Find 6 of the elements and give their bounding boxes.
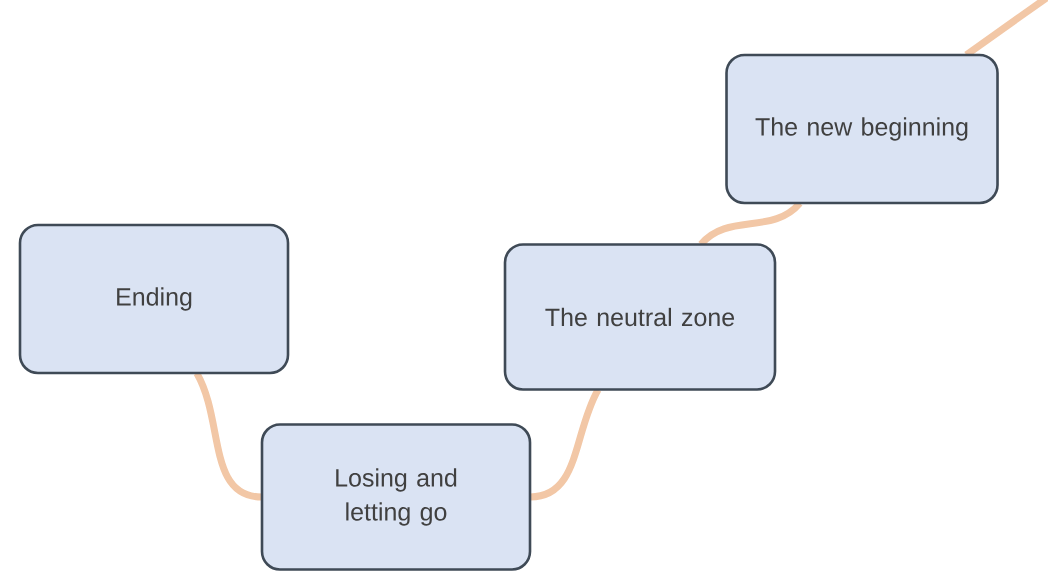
connector-line (529, 388, 602, 501)
process-box: The neutral zone (503, 243, 777, 391)
process-box: Ending (18, 223, 290, 375)
process-box: The new beginning (725, 53, 999, 205)
process-box: Losing and letting go (260, 423, 532, 571)
connector-line (193, 371, 263, 501)
